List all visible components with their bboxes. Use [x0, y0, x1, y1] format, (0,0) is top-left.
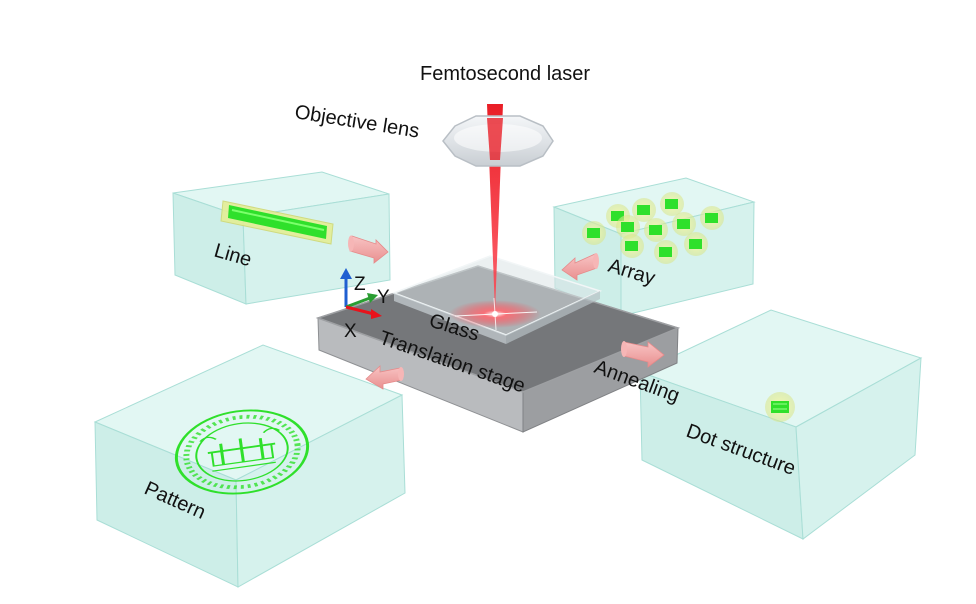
axis-z-label: Z — [354, 274, 366, 295]
laser-label: Femtosecond laser — [420, 63, 590, 85]
objective-lens-label: Objective lens — [293, 101, 421, 142]
annealing-arrow-dot — [621, 341, 665, 368]
line-sample-box — [172, 171, 391, 305]
axis-y-label: Y — [377, 287, 390, 308]
emblem-pattern — [174, 409, 310, 495]
annealing-arrow-array — [561, 253, 599, 281]
annealing-arrow-line — [348, 235, 389, 264]
pattern-sample-box — [93, 344, 406, 588]
axis-x-label: X — [344, 321, 357, 342]
single-dot-structure — [765, 392, 795, 422]
coordinate-axes: Z Y X — [340, 268, 390, 342]
dot-array — [582, 192, 724, 264]
dot-sample-box — [638, 309, 923, 540]
objective-lens — [442, 115, 554, 167]
annealing-arrow-pattern — [365, 365, 404, 390]
line-structure — [220, 200, 334, 245]
